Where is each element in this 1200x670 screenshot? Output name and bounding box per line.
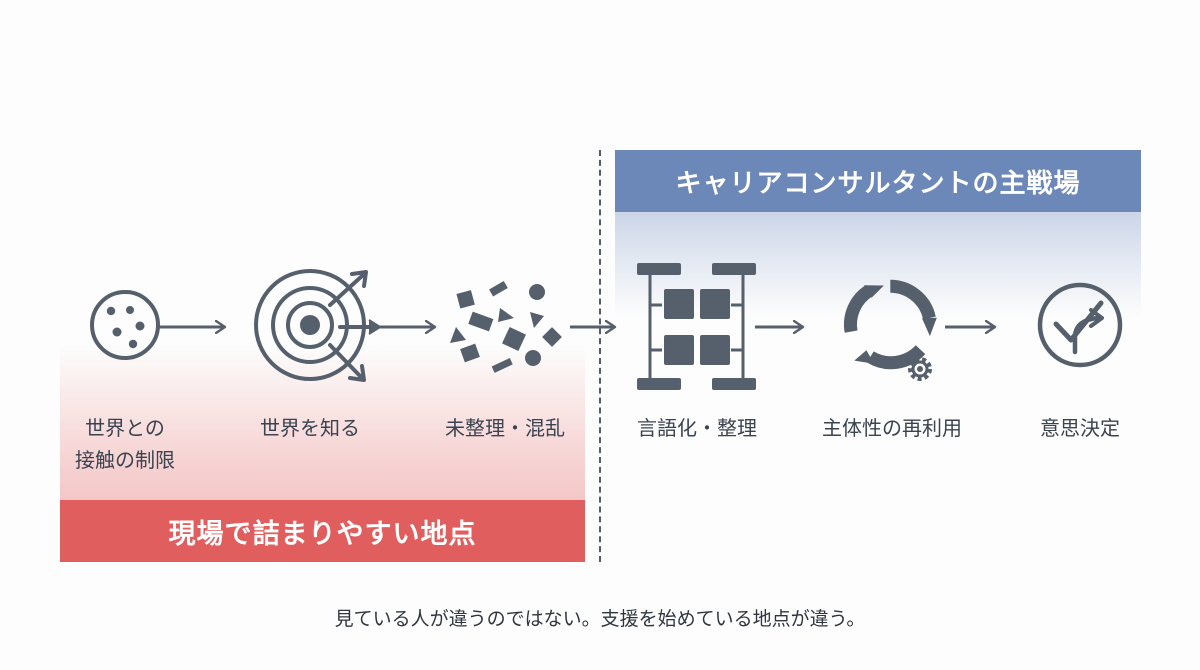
- step-1-label: 世界との 接触の制限: [25, 412, 225, 476]
- difficulty-zone-banner: 現場で詰まりやすい地点: [60, 500, 585, 562]
- target-icon: [254, 269, 381, 382]
- consultant-zone-banner: キャリアコンサルタントの主戦場: [615, 150, 1141, 212]
- circle-with-dots-icon: [90, 290, 160, 360]
- scattered-shapes-icon: [450, 281, 562, 373]
- step-5-label: 主体性の再利用: [822, 416, 962, 440]
- zone-divider: [599, 150, 601, 562]
- organized-grid-icon: [637, 263, 756, 390]
- step-1-label-line1: 世界との: [85, 416, 165, 440]
- step-3-label: 未整理・混乱: [445, 416, 565, 440]
- step-4-label: 言語化・整理: [637, 416, 757, 440]
- check-decision-icon: [1037, 282, 1123, 368]
- step-2-label: 世界を知る: [260, 416, 360, 440]
- step-6-label: 意思決定: [1040, 416, 1120, 440]
- cycle-arrows-gear-icon: [844, 279, 937, 381]
- footer-caption: 見ている人が違うのではない。支援を始めている地点が違う。: [334, 608, 866, 630]
- step-1-label-line2: 接触の制限: [75, 448, 175, 472]
